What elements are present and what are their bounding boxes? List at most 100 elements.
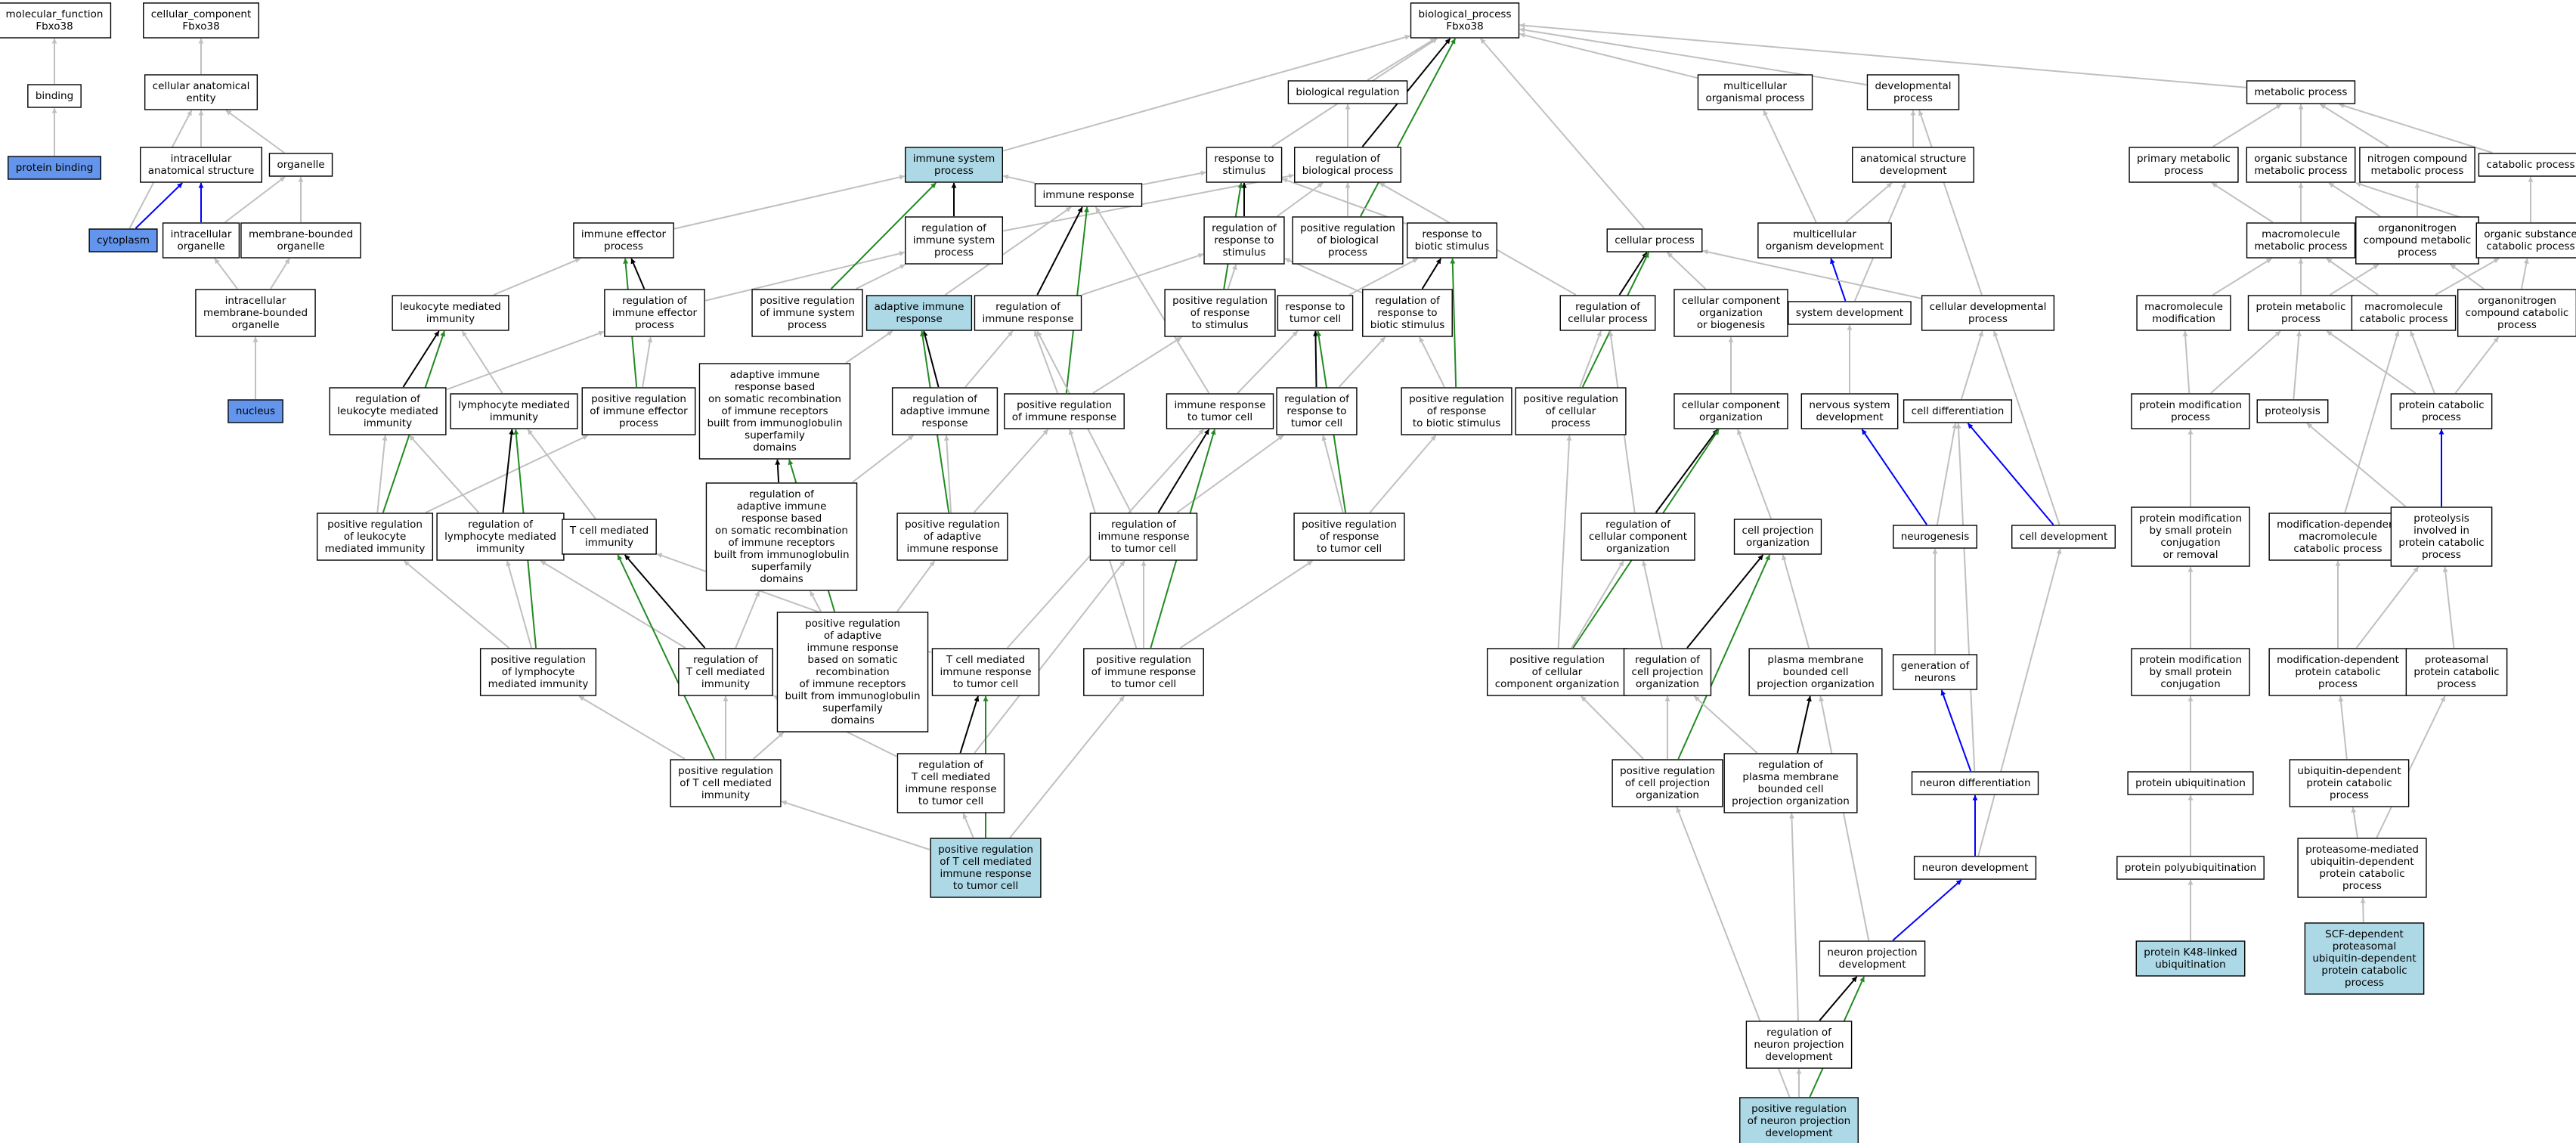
go-term-neurogen[interactable]: neurogenesis — [1893, 525, 1977, 549]
go-term-cytoplasm[interactable]: cytoplasm — [88, 228, 158, 252]
go-term-neurdev[interactable]: neuron development — [1913, 856, 2037, 880]
go-term-protmed[interactable]: proteasome-mediatedubiquitin-dependentpr… — [2297, 838, 2427, 898]
go-term-metproc[interactable]: metabolic process — [2246, 80, 2356, 104]
go-term-catab[interactable]: catabolic process — [2478, 153, 2576, 177]
go-term-cellproc[interactable]: cellular process — [1606, 228, 1703, 252]
go-term-protbind[interactable]: protein binding — [7, 156, 102, 180]
go-term-scf[interactable]: SCF-dependentproteasomalubiquitin-depend… — [2304, 922, 2425, 995]
go-term-protpolyubiq[interactable]: protein polyubiquitination — [2116, 856, 2265, 880]
go-term-celldiff[interactable]: cell differentiation — [1903, 399, 2013, 423]
go-term-immresp[interactable]: immune response — [1034, 183, 1143, 207]
go-term-moddepmacro[interactable]: modification-dependentmacromoleculecatab… — [2268, 513, 2407, 561]
go-term-neurdiff[interactable]: neuron differentiation — [1911, 771, 2039, 795]
go-term-proteolysis[interactable]: proteolysis — [2256, 399, 2329, 423]
go-term-binding[interactable]: binding — [27, 84, 82, 108]
go-term-bioreg[interactable]: biological regulation — [1287, 80, 1408, 104]
go-term-sysdev[interactable]: system development — [1788, 301, 1912, 325]
go-term-organelle[interactable]: organelle — [268, 153, 333, 177]
go-term-celldev[interactable]: cell development — [2011, 525, 2116, 549]
go-term-nucleus[interactable]: nucleus — [228, 399, 283, 423]
go-term-protubiq[interactable]: protein ubiquitination — [2127, 771, 2254, 795]
